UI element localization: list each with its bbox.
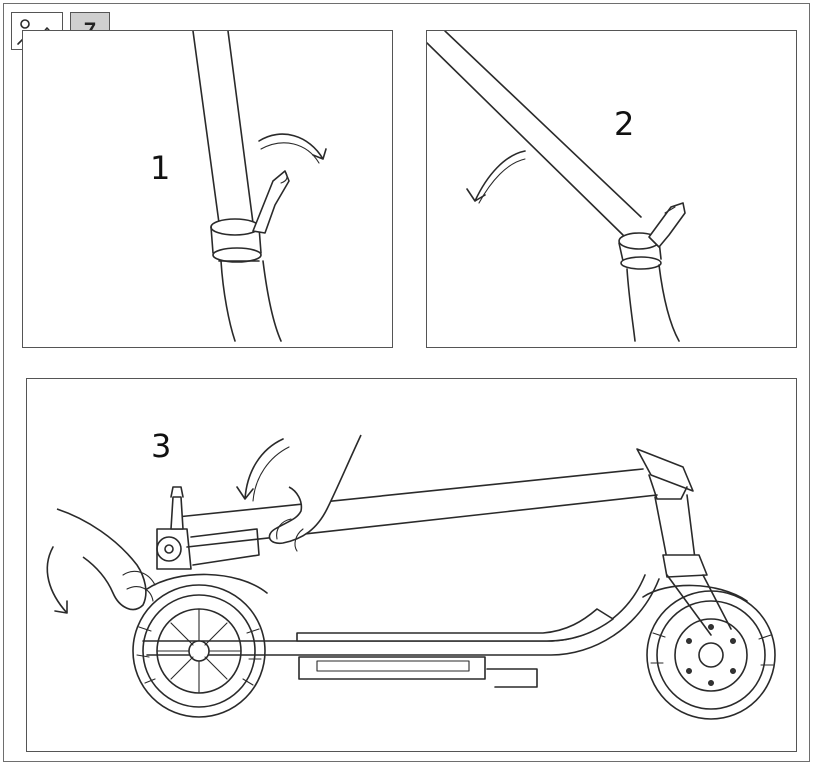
step-1-illustration — [192, 31, 327, 342]
step-2-label: 2 — [614, 105, 635, 143]
step-1-panel: 1 — [22, 30, 393, 348]
step-2-illustration — [427, 31, 686, 342]
step-3-panel: 3 — [26, 378, 797, 752]
step-3-illustration — [46, 434, 776, 720]
step-2-panel: 2 — [426, 30, 797, 348]
figure-frame — [3, 3, 810, 762]
step-1-label: 1 — [150, 149, 171, 187]
step-3-label: 3 — [151, 427, 172, 465]
